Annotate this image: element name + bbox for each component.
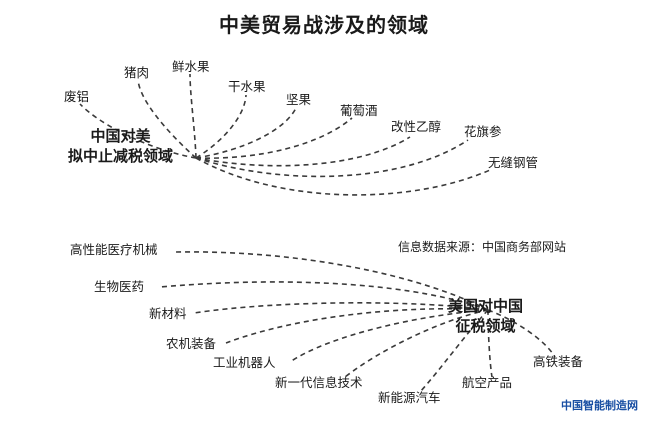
connector-高铁装备 <box>487 309 556 358</box>
connector-猪肉 <box>137 79 197 159</box>
us-item: 新材料 <box>149 306 187 321</box>
us-item: 高性能医疗机械 <box>70 242 158 257</box>
connector-工业机器人 <box>289 309 489 363</box>
us-item: 农机装备 <box>166 336 217 351</box>
us-item: 新一代信息技术 <box>275 375 363 390</box>
connector-鲜水果 <box>189 73 197 159</box>
china-item: 鲜水果 <box>172 59 210 74</box>
connector-新一代信息技术 <box>344 309 489 378</box>
hub-china-line2: 拟中止减税领域 <box>68 147 174 166</box>
hub-china: 中国对美 拟中止减税领域 <box>68 126 173 167</box>
hub-us-line2: 征税领域 <box>455 317 516 336</box>
china-item: 无缝钢管 <box>488 155 539 170</box>
us-item: 新能源汽车 <box>378 390 441 405</box>
connector-无缝钢管 <box>195 157 491 196</box>
connector-农机装备 <box>225 307 489 344</box>
china-item: 葡萄酒 <box>340 103 378 118</box>
us-item: 工业机器人 <box>213 355 276 370</box>
us-item: 航空产品 <box>462 375 513 390</box>
china-item: 坚果 <box>286 92 312 107</box>
page-title: 中美贸易战涉及的领域 <box>219 13 429 37</box>
connector-新能源汽车 <box>419 309 489 393</box>
us-connectors <box>159 251 556 393</box>
china-item: 猪肉 <box>124 65 150 80</box>
connector-干水果 <box>195 94 247 159</box>
connector-高性能医疗机械 <box>175 251 489 311</box>
china-item: 花旗参 <box>464 124 502 139</box>
connector-葡萄酒 <box>195 117 353 159</box>
connector-废铝 <box>79 103 197 159</box>
watermark: 中国智能制造网 <box>561 399 638 412</box>
us-item: 高铁装备 <box>533 354 584 369</box>
connector-改性乙醇 <box>195 136 411 167</box>
connector-生物医药 <box>159 281 489 311</box>
hub-us-line1: 美国对中国 <box>448 297 524 315</box>
hub-us: 美国对中国 征税领域 <box>448 296 523 337</box>
china-item: 干水果 <box>228 79 266 94</box>
china-connectors <box>79 73 491 196</box>
china-item: 废铝 <box>64 89 90 104</box>
source-note: 信息数据来源：中国商务部网站 <box>398 240 567 254</box>
connector-新材料 <box>193 302 489 314</box>
connector-花旗参 <box>195 139 469 178</box>
hub-china-line1: 中国对美 <box>90 127 151 145</box>
us-item: 生物医药 <box>94 279 145 294</box>
connector-坚果 <box>195 107 297 159</box>
connector-航空产品 <box>487 309 493 378</box>
china-item: 改性乙醇 <box>391 119 442 134</box>
